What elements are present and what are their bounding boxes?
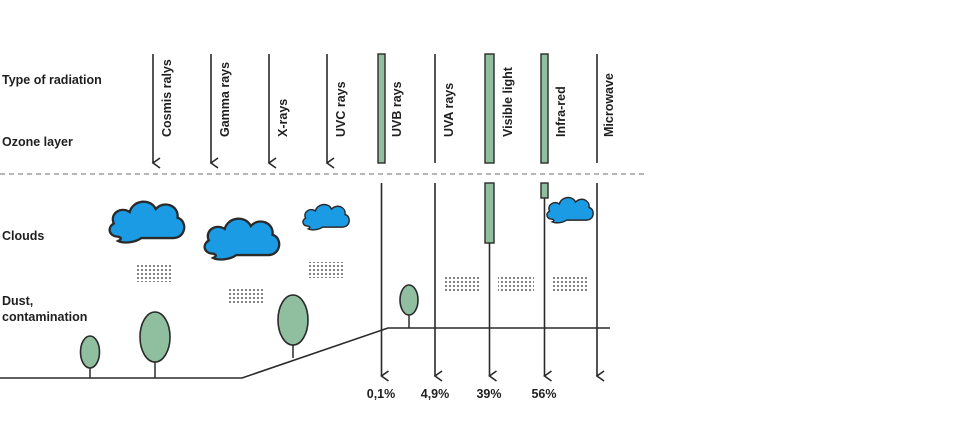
infrared-band-bottom — [540, 182, 549, 199]
visible-light-band-top — [484, 53, 495, 164]
label-clouds: Clouds — [2, 229, 45, 243]
uvb-band — [377, 53, 386, 164]
dust-patch-2 — [228, 288, 264, 304]
label-cosmis-rays: Cosmis ralys — [160, 59, 174, 137]
cloud-1 — [108, 200, 186, 244]
pct-uva: 4,9% — [421, 387, 450, 401]
label-ozone-layer: Ozone layer — [2, 135, 73, 149]
pct-infra-red: 56% — [531, 387, 556, 401]
dust-patch-6 — [553, 277, 589, 293]
tree-3 — [277, 294, 309, 358]
label-uvb-rays: UVB rays — [390, 81, 404, 137]
cloud-3 — [302, 203, 350, 231]
ground-line — [0, 327, 610, 379]
infrared-band-top — [540, 53, 549, 164]
label-x-rays: X-rays — [276, 99, 290, 137]
label-uvc-rays: UVC rays — [334, 81, 348, 137]
label-visible-light: Visible light — [501, 66, 515, 137]
label-infra-red: Infra-red — [554, 86, 568, 137]
dust-patch-3 — [309, 262, 345, 278]
cloud-4 — [546, 196, 594, 224]
pct-visible-light: 39% — [476, 387, 501, 401]
pct-uvb: 0,1% — [367, 387, 396, 401]
label-dust-line1: Dust, — [2, 294, 34, 308]
label-type-of-radiation: Type of radiation — [2, 73, 102, 87]
label-gamma-rays: Gamma rays — [218, 62, 232, 137]
dust-patch-4 — [444, 277, 480, 293]
tree-1 — [79, 335, 101, 378]
dust-patch-1 — [137, 265, 173, 282]
tree-4 — [399, 284, 419, 328]
tree-2 — [139, 311, 171, 378]
visible-light-band-bottom — [484, 182, 495, 244]
cloud-2 — [203, 217, 281, 261]
label-microwave: Microwave — [602, 73, 616, 137]
label-uva-rays: UVA rays — [442, 83, 456, 137]
label-dust-line2: contamination — [2, 310, 88, 325]
dust-patch-5 — [498, 277, 534, 293]
label-dust-contamination: Dust, contamination — [2, 293, 87, 326]
